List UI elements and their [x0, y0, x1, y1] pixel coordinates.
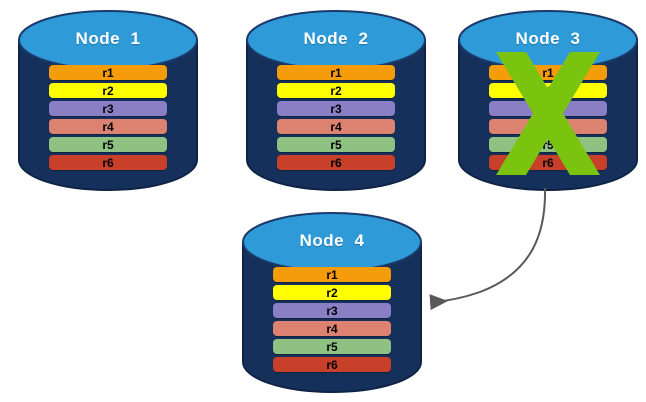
record-bar-r5[interactable]: r5 — [276, 137, 396, 152]
record-list: r1 r2 r3 r4 r5 r6 — [458, 65, 638, 170]
record-bar-r4[interactable]: r4 — [488, 119, 608, 134]
record-bar-r3[interactable]: r3 — [272, 303, 392, 318]
record-bar-r1[interactable]: r1 — [488, 65, 608, 80]
record-bar-r6[interactable]: r6 — [272, 357, 392, 372]
record-bar-r3[interactable]: r3 — [276, 101, 396, 116]
record-bar-r1[interactable]: r1 — [276, 65, 396, 80]
record-bar-r1[interactable]: r1 — [272, 267, 392, 282]
record-bar-r3[interactable]: r3 — [48, 101, 168, 116]
record-bar-r6[interactable]: r6 — [276, 155, 396, 170]
record-list: r1 r2 r3 r4 r5 r6 — [18, 65, 198, 170]
record-bar-r1[interactable]: r1 — [48, 65, 168, 80]
record-list: r1 r2 r3 r4 r5 r6 — [246, 65, 426, 170]
record-bar-r6[interactable]: r6 — [48, 155, 168, 170]
record-bar-r5[interactable]: r5 — [488, 137, 608, 152]
record-bar-r5[interactable]: r5 — [48, 137, 168, 152]
record-bar-r4[interactable]: r4 — [48, 119, 168, 134]
record-bar-r4[interactable]: r4 — [276, 119, 396, 134]
record-bar-r3[interactable]: r3 — [488, 101, 608, 116]
record-bar-r2[interactable]: r2 — [48, 83, 168, 98]
record-bar-r5[interactable]: r5 — [272, 339, 392, 354]
record-bar-r2[interactable]: r2 — [272, 285, 392, 300]
cylinder-top — [18, 10, 198, 70]
recovery-arrow-path — [429, 187, 547, 311]
cylinder-top — [242, 212, 422, 272]
cylinder-top — [458, 10, 638, 70]
cylinder-top — [246, 10, 426, 70]
record-bar-r6[interactable]: r6 — [488, 155, 608, 170]
record-bar-r4[interactable]: r4 — [272, 321, 392, 336]
record-bar-r2[interactable]: r2 — [276, 83, 396, 98]
record-bar-r2[interactable]: r2 — [488, 83, 608, 98]
record-list: r1 r2 r3 r4 r5 r6 — [242, 267, 422, 372]
